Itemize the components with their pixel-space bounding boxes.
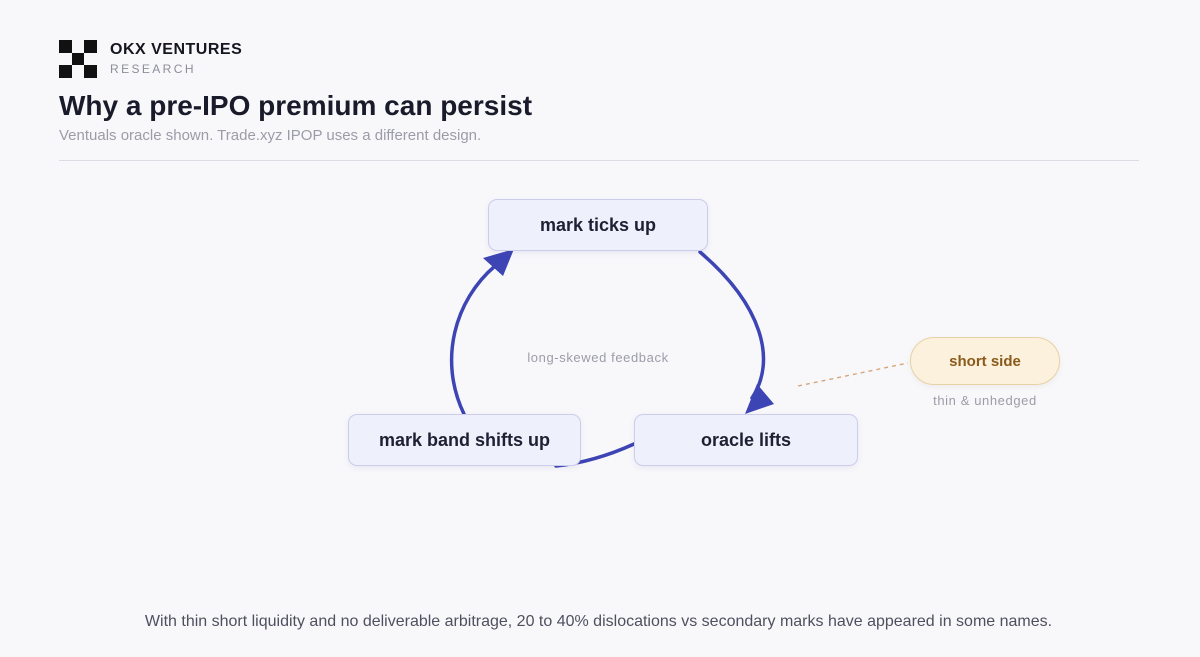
arrowhead-into-oracle-icon	[745, 384, 774, 414]
short-side-badge: short side	[910, 337, 1060, 385]
header-divider	[59, 160, 1139, 161]
footer-note: With thin short liquidity and no deliver…	[144, 613, 1053, 630]
brand-name: OKX VENTURES	[110, 41, 243, 58]
node-mark-ticks-up: mark ticks up	[488, 199, 708, 251]
arrow-band-to-mark	[449, 264, 497, 416]
connector-oracle-to-short-side	[797, 362, 909, 387]
brand-header: OKX VENTURES RESEARCH	[59, 40, 242, 78]
okx-logo-icon	[59, 40, 97, 78]
feedback-loop-label: long-skewed feedback	[527, 350, 669, 365]
node-oracle-lifts: oracle lifts	[634, 414, 858, 466]
page-title: Why a pre-IPO premium can persist	[59, 90, 533, 121]
arrow-mark-to-oracle	[698, 250, 766, 400]
short-side-caption: thin & unhedged	[933, 393, 1037, 408]
brand-subtitle: RESEARCH	[110, 62, 196, 76]
page-subtitle: Ventuals oracle shown. Trade.xyz IPOP us…	[59, 127, 482, 144]
arrowhead-into-mark-icon	[483, 249, 514, 276]
node-mark-band-shifts-up: mark band shifts up	[348, 414, 581, 466]
